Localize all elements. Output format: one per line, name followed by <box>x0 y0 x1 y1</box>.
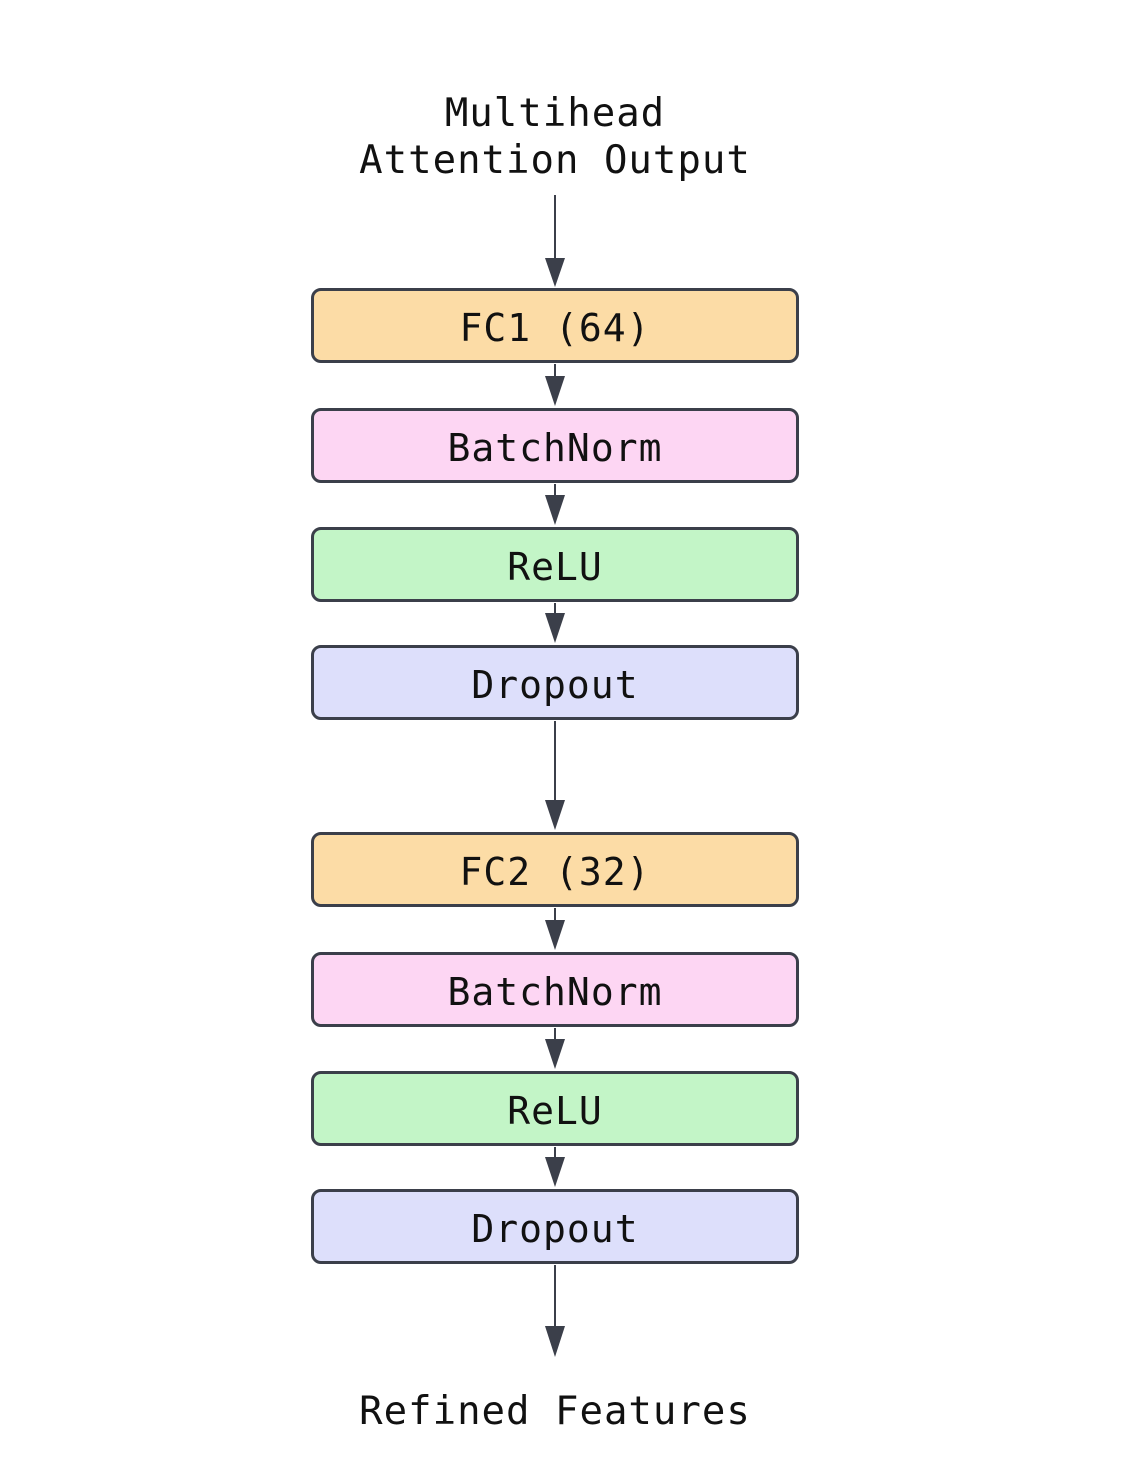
output-label: Refined Features <box>359 1389 751 1434</box>
relu-block-1: ReLU <box>311 527 799 602</box>
dropout-block-1: Dropout <box>311 645 799 720</box>
dropout-block-2: Dropout <box>311 1189 799 1264</box>
arrow-fc2-to-batchnorm <box>545 908 565 950</box>
arrow-relu-to-dropout <box>545 603 565 643</box>
batchnorm-block-1: BatchNorm <box>311 408 799 483</box>
arrow-input-to-fc1 <box>545 195 565 287</box>
arrow-batchnorm-to-relu-2 <box>545 1028 565 1069</box>
fc1-block: FC1 (64) <box>311 288 799 363</box>
arrow-dropout-to-fc2 <box>545 721 565 830</box>
fc2-block: FC2 (32) <box>311 832 799 907</box>
relu-block-2: ReLU <box>311 1071 799 1146</box>
input-label: Multihead Attention Output <box>359 91 751 183</box>
batchnorm-block-2: BatchNorm <box>311 952 799 1027</box>
arrow-relu-to-dropout-2 <box>545 1147 565 1187</box>
arrow-batchnorm-to-relu <box>545 484 565 525</box>
arrow-dropout-to-output <box>545 1265 565 1357</box>
arrow-fc1-to-batchnorm <box>545 364 565 406</box>
